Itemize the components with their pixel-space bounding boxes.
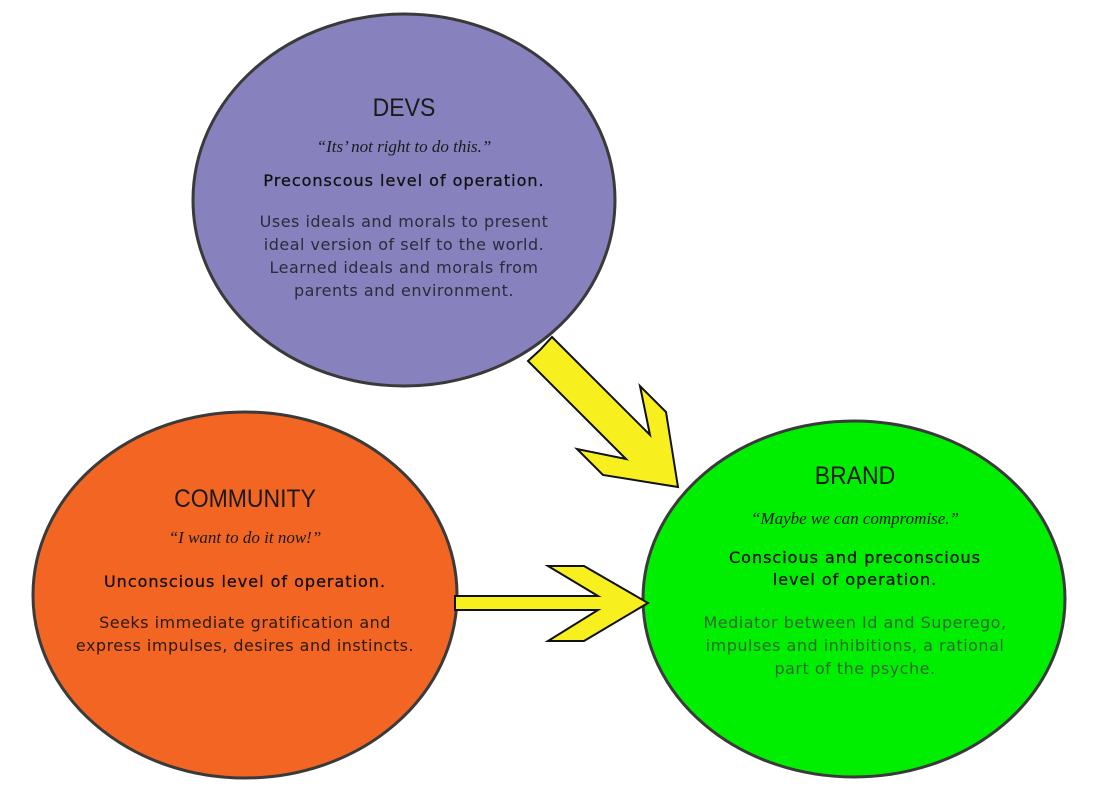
community-description: Seeks immediate gratification and expres… bbox=[75, 613, 415, 655]
devs-level: Preconscous level of operation. bbox=[263, 171, 545, 190]
devs-node: DEVS “Its’ not right to do this.” Precon… bbox=[214, 94, 594, 302]
community-quote: “I want to do it now!” bbox=[168, 528, 322, 547]
arrow-community-to-brand bbox=[454, 565, 650, 642]
brand-quote: “Maybe we can compromise.” bbox=[750, 509, 960, 528]
brand-description: Mediator between Id and Superego, impuls… bbox=[703, 613, 1007, 678]
devs-quote: “Its’ not right to do this.” bbox=[316, 137, 492, 156]
community-node: COMMUNITY “I want to do it now!” Unconsc… bbox=[55, 485, 435, 657]
arrow-devs-to-brand bbox=[526, 335, 680, 489]
devs-circle bbox=[191, 12, 617, 388]
brand-title: BRAND bbox=[814, 462, 896, 490]
brand-level: Conscious and preconscious level of oper… bbox=[728, 548, 981, 589]
community-title: COMMUNITY bbox=[174, 485, 316, 513]
brand-node: BRAND “Maybe we can compromise.” Conscio… bbox=[660, 462, 1050, 680]
community-level: Unconscious level of operation. bbox=[103, 572, 387, 591]
devs-description: Uses ideals and morals to present ideal … bbox=[259, 212, 549, 300]
devs-title: DEVS bbox=[372, 94, 436, 122]
